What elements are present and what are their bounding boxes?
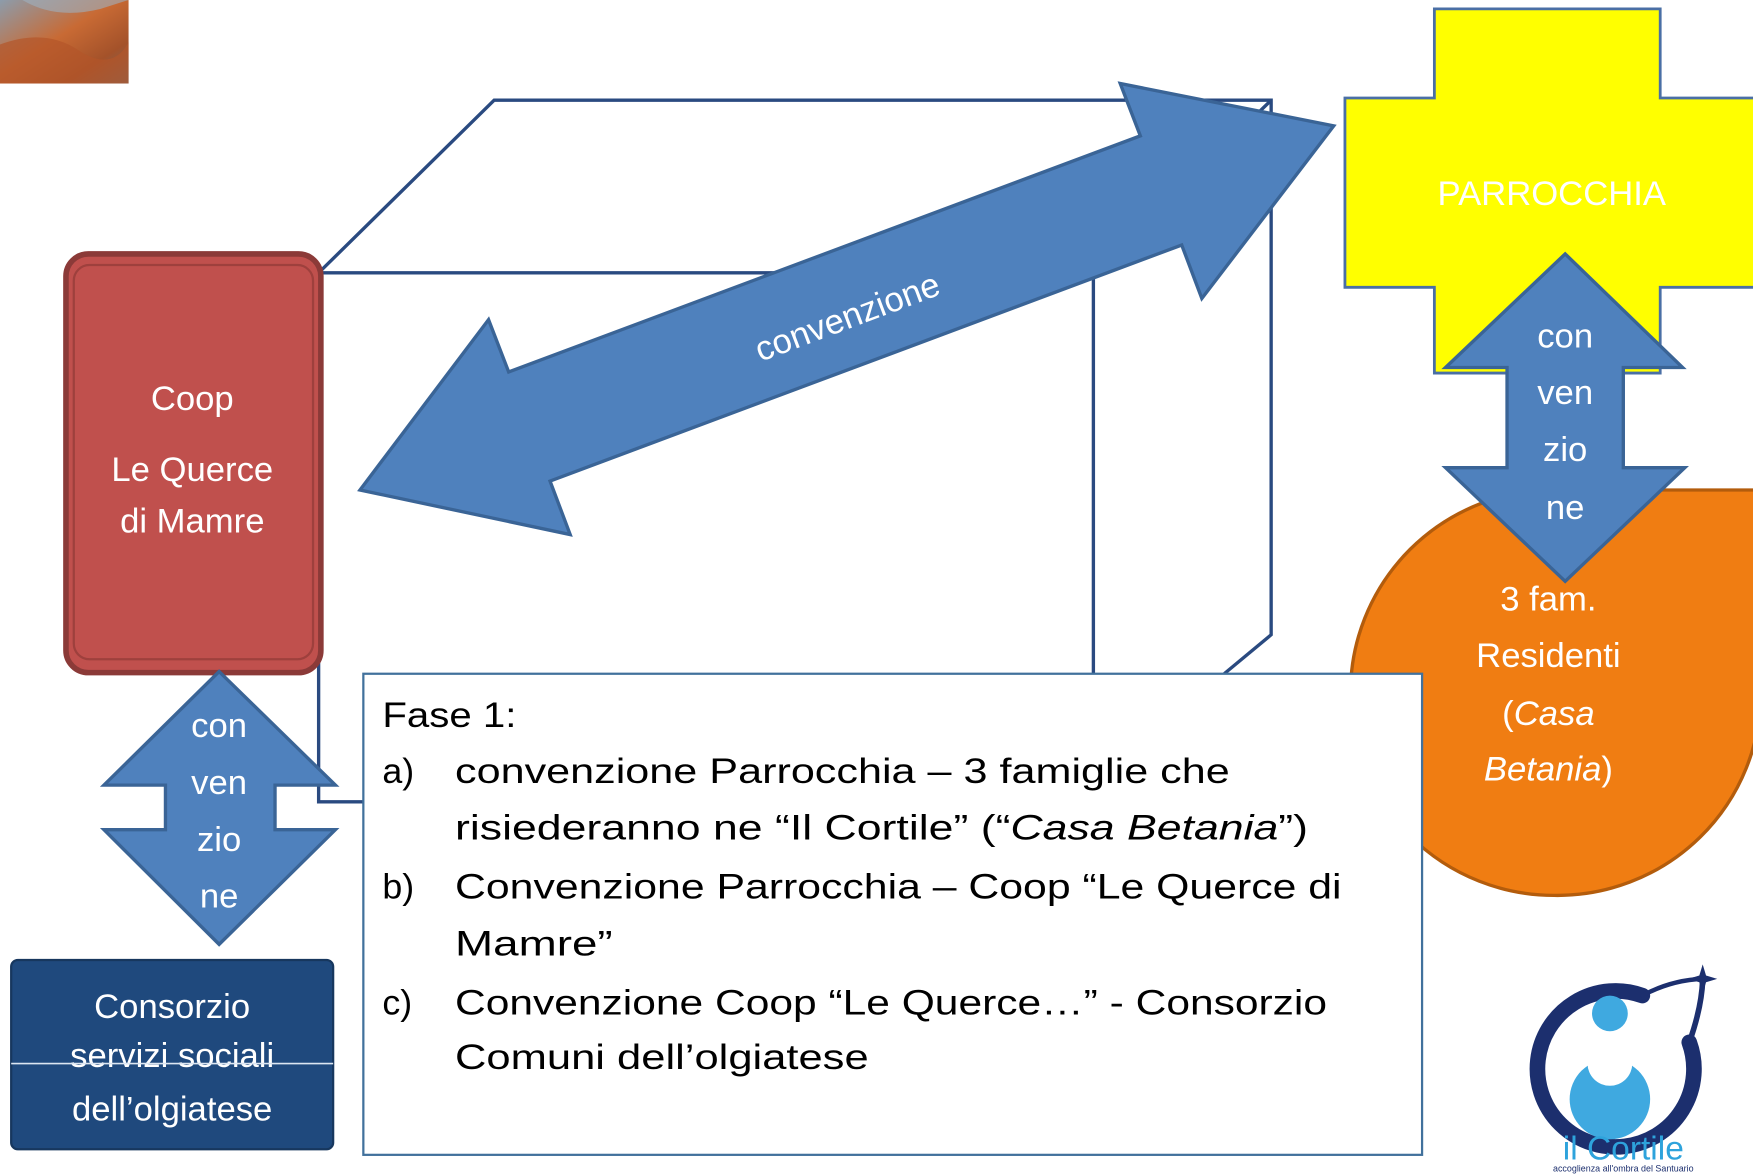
fase-item-c-line-1: Convenzione Coop “Le Querce…” - Consorzi… [455, 983, 1327, 1023]
star-icon [1688, 964, 1718, 994]
consorzio-label-line-2: servizi sociali [70, 1037, 274, 1075]
fase-item-a-casa-betania: Casa Betania [1010, 808, 1278, 848]
arrow-right-label-3: zio [1543, 431, 1587, 469]
fase-item-c-marker: c) [382, 983, 412, 1023]
arrow-left-label-4: ne [200, 878, 239, 916]
famiglie-betania: Betania [1484, 751, 1602, 789]
figure-head [1592, 995, 1628, 1032]
arrow-right-label-1: con [1537, 318, 1593, 356]
fase-item-a-line-2-end: ”) [1278, 808, 1308, 848]
fase-1-box: Fase 1: a) convenzione Parrocchia – 3 fa… [362, 672, 1424, 1156]
fase-item-c-line-2: Comuni dell’olgiatese [455, 1037, 869, 1077]
double-arrow-shape [357, 81, 1337, 537]
arrow-left-label-2: ven [191, 764, 247, 802]
coop-label-line-3: di Mamre [120, 502, 264, 540]
parrocchia-label: PARROCCHIA [1438, 175, 1666, 213]
logo-tagline: accoglienza all'ombra del Santuario [1553, 1164, 1694, 1174]
arrow-right-label-4: ne [1546, 489, 1585, 527]
figure-inner [1587, 1041, 1633, 1086]
main-convenzione-arrow: convenzione [357, 81, 1337, 537]
consorzio-label-line-1: Consorzio [94, 988, 250, 1026]
famiglie-paren-open: ( [1502, 695, 1514, 733]
famiglie-label-line-3: (Casa [1502, 695, 1594, 733]
consorzio-box: Consorzio servizi sociali dell’olgiatese [10, 958, 335, 1151]
fase-item-b-line-2: Mamre” [455, 924, 613, 964]
arrow-left-label-3: zio [197, 821, 241, 859]
fase-item-b-line-1: Convenzione Parrocchia – Coop “Le Querce… [455, 867, 1342, 907]
famiglie-label-line-2: Residenti [1476, 637, 1620, 675]
arrow-coop-consorzio: con ven zio ne [99, 669, 340, 947]
fase-item-a-line-2-start: risiederanno ne “Il Cortile” (“ [455, 808, 1010, 848]
fase-item-a-line-1: convenzione Parrocchia – 3 famiglie che [455, 751, 1230, 791]
parrocchia-cross: PARROCCHIA [1343, 7, 1753, 375]
figure-body [1569, 1059, 1651, 1140]
famiglie-label-line-1: 3 fam. [1500, 580, 1596, 618]
arrow-parrocchia-famiglie: con ven zio ne [1441, 251, 1689, 584]
consorzio-label-line-3: dell’olgiatese [72, 1090, 272, 1128]
famiglie-casa: Casa [1514, 695, 1595, 733]
coop-box: Coop Le Querce di Mamre [63, 251, 324, 676]
arrow-left-label-1: con [191, 707, 247, 745]
coop-label-line-2: Le Querce [111, 451, 273, 489]
photo-fragment [0, 0, 129, 84]
fase-item-b-marker: b) [382, 867, 414, 907]
il-cortile-logo-icon: il Cortile accoglienza all'ombra del San… [1529, 964, 1718, 1174]
fase-item-a-line-2: risiederanno ne “Il Cortile” (“Casa Beta… [455, 808, 1308, 848]
arrow-right-label-2: ven [1537, 374, 1593, 412]
fase-item-a-marker: a) [382, 751, 414, 791]
famiglie-paren-close: ) [1601, 751, 1613, 789]
famiglie-label-line-4: Betania) [1484, 751, 1613, 789]
fase-title: Fase 1: [382, 695, 516, 735]
coop-label-line-1: Coop [151, 380, 234, 418]
logo-name: il Cortile [1563, 1130, 1684, 1167]
